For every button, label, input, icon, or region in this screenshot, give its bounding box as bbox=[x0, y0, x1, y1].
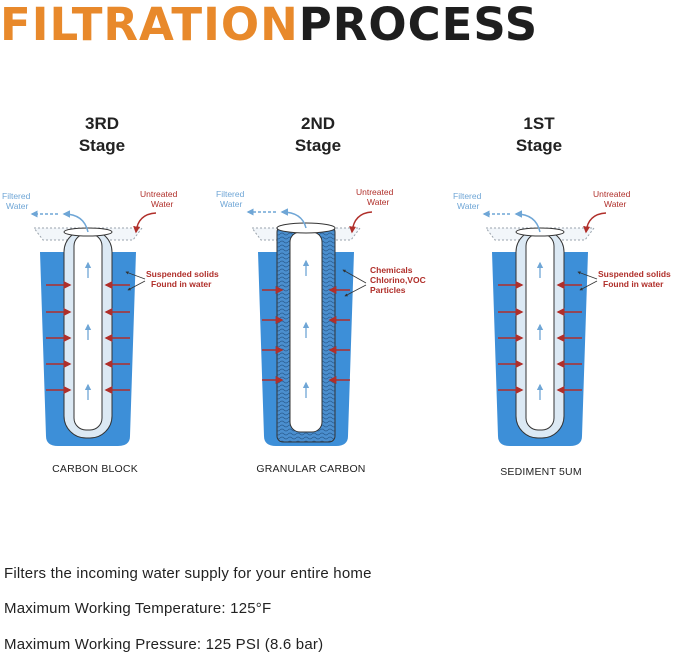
stage-word: Stage bbox=[78, 136, 126, 155]
filter-unit-carbon-block: Filtered Water Untreated Water Suspended… bbox=[2, 189, 219, 446]
filtered-water-label-2: Water bbox=[6, 201, 29, 211]
callout-label: Suspended solids bbox=[146, 269, 219, 279]
filter-unit-sediment: Filtered Water Untreated Water Suspended… bbox=[453, 189, 671, 446]
inflow-arrows bbox=[498, 281, 582, 394]
untreated-water-label: Untreated bbox=[140, 189, 178, 199]
filtered-water-label: Filtered bbox=[453, 191, 482, 201]
inflow-arrows bbox=[46, 281, 130, 394]
stage-heading-3rd: 3RD Stage bbox=[22, 113, 182, 157]
page-title: FILTRATIONPROCESS bbox=[0, 0, 538, 50]
filter-unit-granular-carbon: Filtered Water Untreated Water Chemicals… bbox=[216, 187, 426, 446]
untreated-water-label-2: Water bbox=[367, 197, 390, 207]
stage-number: 1ST bbox=[523, 114, 555, 133]
title-part-filtration: FILTRATION bbox=[0, 0, 299, 51]
filtration-diagram: Filtered Water Untreated Water Suspended… bbox=[2, 187, 671, 446]
filtered-water-label-2: Water bbox=[457, 201, 480, 211]
stage-heading-2nd: 2ND Stage bbox=[238, 113, 398, 157]
callout-label: Suspended solids bbox=[598, 269, 671, 279]
stage-word: Stage bbox=[294, 136, 342, 155]
spec-line-filters: Filters the incoming water supply for yo… bbox=[4, 565, 372, 582]
stage-number: 2ND bbox=[300, 114, 335, 133]
callout-label-2: Found in water bbox=[151, 279, 212, 289]
filtered-water-label: Filtered bbox=[2, 191, 31, 201]
stage-heading-1st: 1ST Stage bbox=[459, 113, 619, 157]
callout-label-2: Found in water bbox=[603, 279, 664, 289]
spec-line-pressure: Maximum Working Pressure: 125 PSI (8.6 b… bbox=[4, 636, 324, 653]
callout-label: Chemicals bbox=[370, 265, 413, 275]
filter-name-sediment: SEDIMENT 5UM bbox=[500, 466, 582, 478]
untreated-water-label: Untreated bbox=[593, 189, 631, 199]
spec-line-temperature: Maximum Working Temperature: 125°F bbox=[4, 600, 272, 617]
stage-number: 3RD bbox=[84, 114, 119, 133]
filtered-water-label-2: Water bbox=[220, 199, 243, 209]
untreated-water-label-2: Water bbox=[604, 199, 627, 209]
title-part-process: PROCESS bbox=[298, 0, 539, 51]
callout-label-2: Chlorino,VOC bbox=[370, 275, 426, 285]
inflow-arrows bbox=[262, 286, 350, 384]
callout-label-3: Particles bbox=[370, 285, 406, 295]
filter-name-granular-carbon: GRANULAR CARBON bbox=[256, 463, 366, 475]
untreated-water-label-2: Water bbox=[151, 199, 174, 209]
untreated-water-label: Untreated bbox=[356, 187, 394, 197]
filter-name-carbon-block: CARBON BLOCK bbox=[52, 463, 138, 475]
filtered-water-label: Filtered bbox=[216, 189, 245, 199]
stage-word: Stage bbox=[515, 136, 563, 155]
